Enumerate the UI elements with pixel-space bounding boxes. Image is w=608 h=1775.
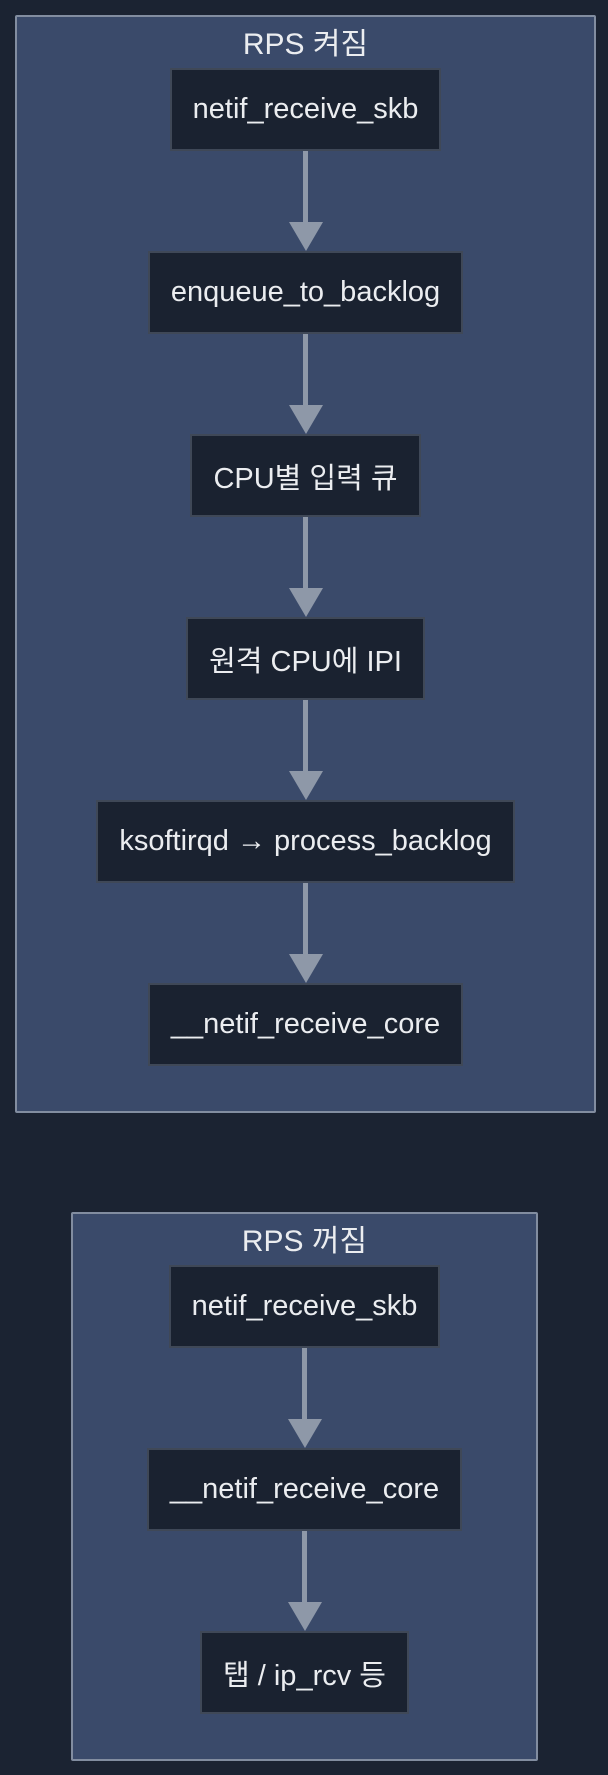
arrow-down-icon: [288, 954, 323, 983]
node-per-cpu-input-queue: CPU별 입력 큐: [190, 434, 421, 517]
node-ipi-to-remote-cpu: 원격 CPU에 IPI: [186, 617, 425, 700]
arrow-line: [303, 517, 308, 588]
flow-arrow: [288, 334, 323, 434]
node-ksoftirqd-process-backlog: ksoftirqd → process_backlog: [96, 800, 515, 883]
group-rps-off: RPS 꺼짐 netif_receive_skb __netif_receive…: [71, 1212, 538, 1761]
arrow-line: [303, 883, 308, 954]
arrow-down-icon: [288, 771, 323, 800]
arrow-down-icon: [288, 405, 323, 434]
arrow-down-icon: [288, 588, 323, 617]
flow-arrow: [288, 700, 323, 800]
flow-arrow: [288, 883, 323, 983]
flow-arrow: [287, 1348, 322, 1448]
arrow-line: [302, 1348, 307, 1419]
arrow-line: [302, 1531, 307, 1602]
group-title: RPS 꺼짐: [241, 1225, 368, 1258]
arrow-down-icon: [288, 222, 323, 251]
group-title: RPS 켜짐: [242, 28, 369, 61]
arrow-down-icon: [287, 1602, 322, 1631]
flow-arrow: [288, 151, 323, 251]
flow-arrow: [288, 517, 323, 617]
node-netif-receive-skb: netif_receive_skb: [168, 1265, 441, 1348]
arrow-line: [303, 334, 308, 405]
node-netif-receive-core: __netif_receive_core: [146, 1448, 463, 1531]
node-tap-ip-rcv-etc: 탭 / ip_rcv 등: [200, 1631, 409, 1714]
flow-arrow: [287, 1531, 322, 1631]
group-rps-on: RPS 켜짐 netif_receive_skb enqueue_to_back…: [15, 15, 596, 1113]
node-enqueue-to-backlog: enqueue_to_backlog: [147, 251, 464, 334]
arrow-down-icon: [287, 1419, 322, 1448]
arrow-line: [303, 700, 308, 771]
node-netif-receive-core: __netif_receive_core: [147, 983, 464, 1066]
arrow-line: [303, 151, 308, 222]
node-netif-receive-skb: netif_receive_skb: [169, 68, 442, 151]
